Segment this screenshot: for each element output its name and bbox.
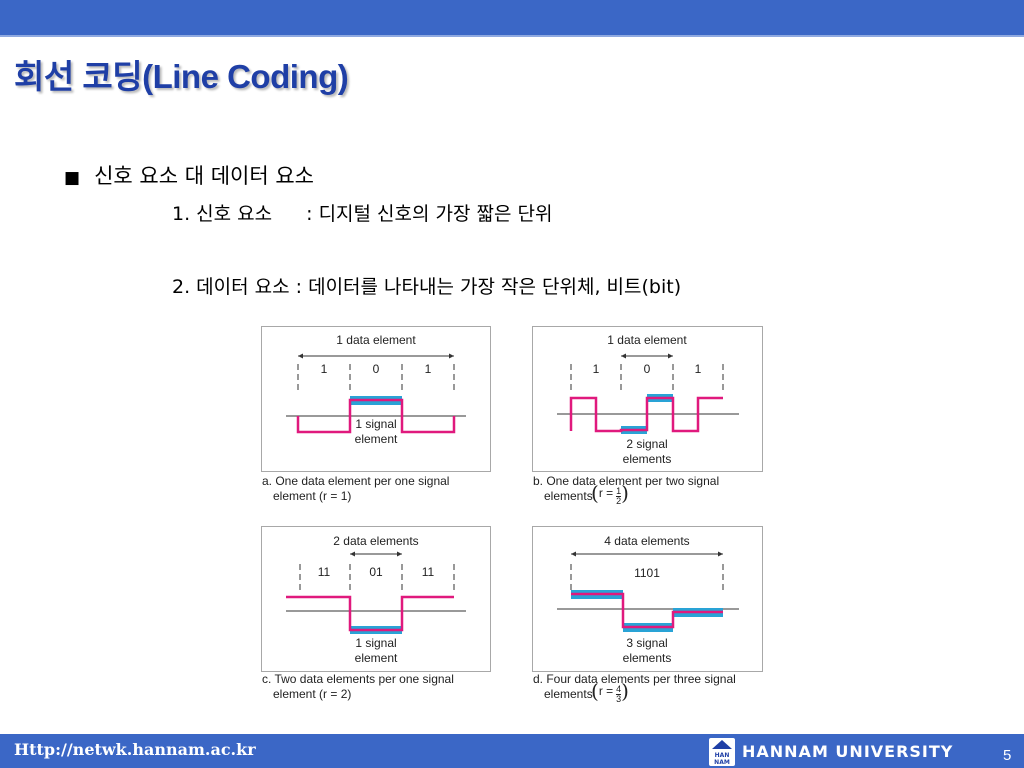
b-top-label: 1 data element [607,333,687,347]
d-signal-waveform [571,592,723,629]
b-arrowhead-left [621,353,626,359]
diagram-a-svg: 1 data element 1 0 1 1 signal element [286,333,466,446]
diagram-panel-c: 2 data elements 11 01 11 1 signal elemen… [261,526,491,672]
b-bit-label: 1 [593,362,600,376]
d-signal-label-1: 3 signal [626,636,667,650]
a-signal-waveform [296,398,456,434]
footer-url: Http://netwk.hannam.ac.kr [14,740,256,759]
bullet-square-icon: ■ [64,168,81,188]
d-top-label: 4 data elements [604,534,689,548]
b-signal-label-1: 2 signal [626,437,667,451]
diagram-panel-b: 1 data element 1 0 1 2 signal elements [532,326,763,472]
caption-d: d. Four data elements per three signal e… [533,672,736,709]
d-bit-label: 1101 [634,566,660,580]
caption-d-line2: elements [544,687,593,701]
logo-text-2: NAM [714,759,730,766]
a-arrowhead-right [449,353,454,359]
diagram-c-svg: 2 data elements 11 01 11 1 signal elemen… [286,534,466,665]
c-top-label: 2 data elements [333,534,418,548]
d-frac-den: 3 [616,694,622,705]
d-paren-left: ( [591,679,599,703]
caption-c-line2: element (r = 2) [273,687,352,701]
caption-b: b. One data element per two signal eleme… [533,474,719,511]
university-logo-icon: HAN NAM [709,738,735,766]
d-paren-right: ) [621,679,629,703]
diagram-panel-a: 1 data element 1 0 1 1 signal element [261,326,491,472]
logo-text-1: HAN [715,752,730,759]
b-bit-label: 1 [695,362,702,376]
c-signal-label-2: element [355,651,398,665]
bullet-heading: ■ 신호 요소 대 데이터 요소 [64,160,314,190]
d-arrowhead-left [571,551,576,557]
b-frac-num: 1 [616,486,622,498]
b-signal-waveform [569,396,723,433]
slide-title: 회선 코딩(Line Coding) [14,58,349,95]
page-number: 5 [1003,747,1012,764]
header-bar [0,0,1024,35]
a-signal-label-1: 1 signal [355,417,396,431]
a-bit-label: 1 [425,362,432,376]
caption-c: c. Two data elements per one signal elem… [262,672,454,702]
header-divider [0,35,1024,37]
c-arrowhead-right [397,551,402,557]
a-bit-label: 0 [373,362,380,376]
caption-a-line2: element (r = 1) [273,489,352,503]
diagram-d-svg: 4 data elements 1101 3 signal elements [557,534,739,665]
footer-bar [0,734,1024,768]
d-frac-num: 4 [616,684,622,696]
logo-svg: HAN NAM [712,740,732,766]
caption-b-line2: elements [544,489,593,503]
d-signal-label-2: elements [623,651,672,665]
b-r-label: r = [598,486,614,500]
d-arrowhead-right [718,551,723,557]
b-signal-label-2: elements [623,452,672,466]
a-signal-label-2: element [355,432,398,446]
c-bit-label: 11 [422,565,435,579]
a-arrowhead-left [298,353,303,359]
caption-b-line1: b. One data element per two signal [533,474,720,488]
footer-university: HANNAM UNIVERSITY [742,742,954,761]
c-bit-label: 11 [318,565,331,579]
definition-signal-element: 1. 신호 요소 : 디지털 신호의 가장 짧은 단위 [172,199,557,226]
c-signal-label-1: 1 signal [355,636,396,650]
caption-a: a. One data element per one signal eleme… [262,474,449,504]
caption-d-line1: d. Four data elements per three signal [533,672,736,686]
b-bit-label: 0 [644,362,651,376]
item1-text: : 디지털 신호의 가장 짧은 단위 [306,203,553,225]
caption-c-line1: c. Two data elements per one signal [262,672,454,686]
diagram-b-svg: 1 data element 1 0 1 2 signal elements [557,333,739,466]
heading-text: 신호 요소 대 데이터 요소 [94,164,314,188]
caption-a-line1: a. One data element per one signal [262,474,450,488]
c-signal-waveform [286,595,454,632]
logo-roof-icon [712,740,732,749]
b-paren-right: ) [621,481,629,505]
a-bit-label: 1 [321,362,328,376]
definition-data-element: 2. 데이터 요소 : 데이터를 나타내는 가장 작은 단위체, 비트(bit) [172,276,682,298]
a-top-label: 1 data element [336,333,416,347]
c-bit-label: 01 [369,565,383,579]
b-paren-left: ( [591,481,599,505]
b-arrowhead-right [668,353,673,359]
b-frac-den: 2 [616,496,622,507]
d-r-label: r = [598,684,614,698]
diagram-panel-d: 4 data elements 1101 3 signal elements [532,526,763,672]
c-arrowhead-left [350,551,355,557]
item1-label: 1. 신호 요소 [172,203,273,225]
